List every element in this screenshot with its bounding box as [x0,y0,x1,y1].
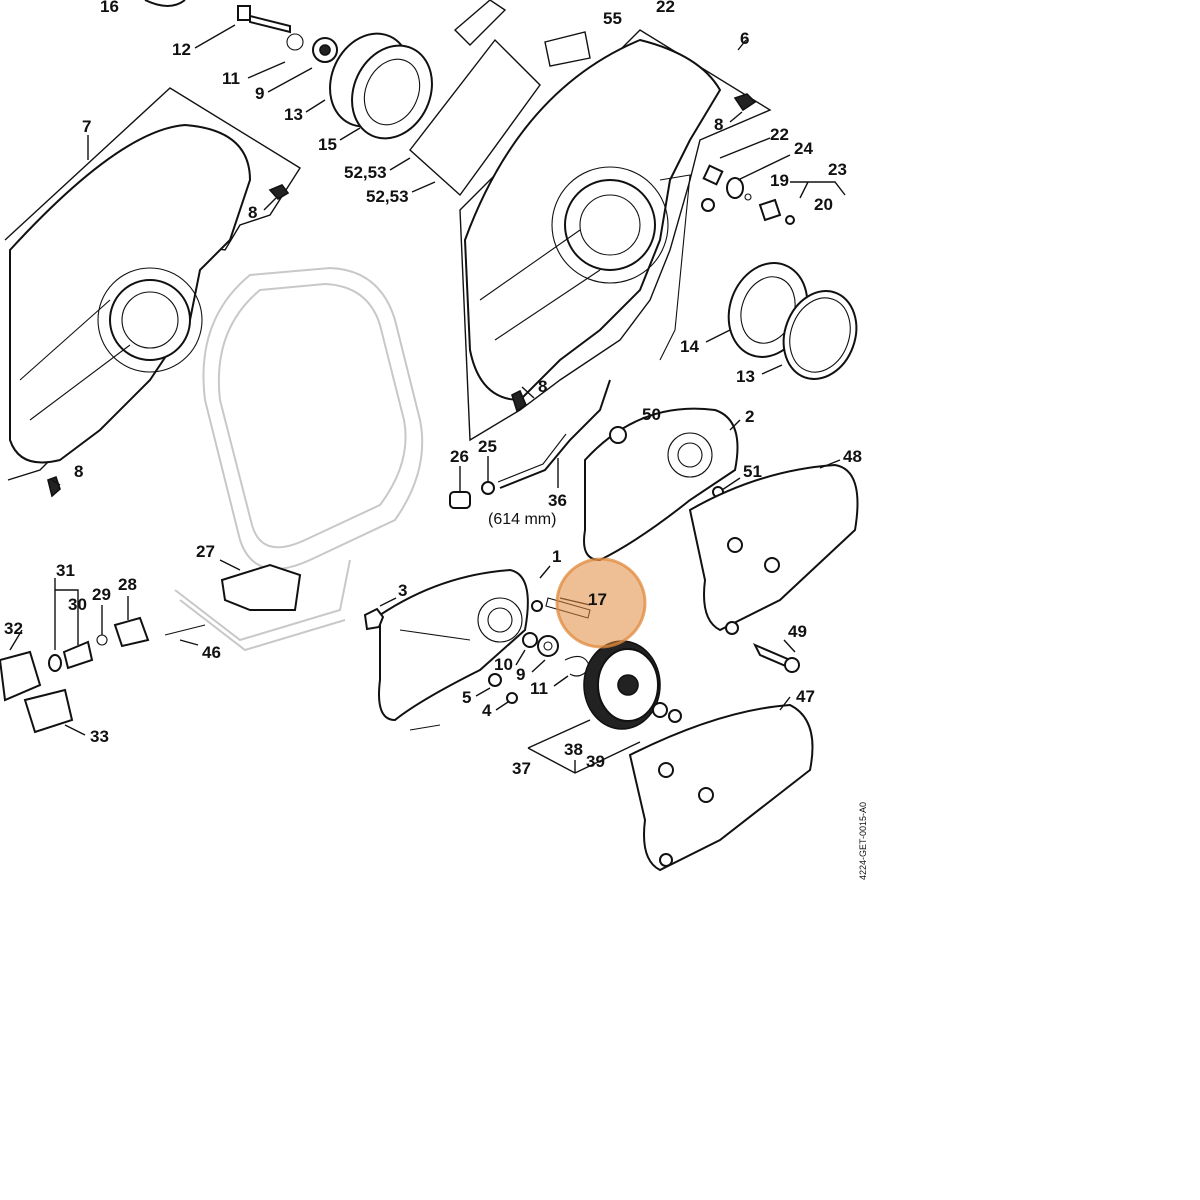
callout-14[interactable]: 14 [680,337,699,356]
drawing-code: 4224-GET-0015-A0 [858,802,868,880]
callout-11-lower[interactable]: 11 [530,679,548,698]
callout-11[interactable]: 11 [222,69,240,88]
callout-27[interactable]: 27 [196,542,215,561]
callout-3[interactable]: 3 [398,581,407,600]
callout-13[interactable]: 13 [284,105,303,124]
callout-13-right[interactable]: 13 [736,367,755,386]
callout-46[interactable]: 46 [202,643,221,662]
water-hose [497,379,611,489]
guard-left [4,87,301,498]
callout-1[interactable]: 1 [552,547,561,566]
callout-38[interactable]: 38 [564,740,583,759]
handle-frame-ghost [174,266,424,652]
callout-31[interactable]: 31 [56,561,75,580]
callout-52-53[interactable]: 52,53 [344,163,387,182]
callout-25[interactable]: 25 [478,437,497,456]
callout-9[interactable]: 9 [255,84,264,103]
leader-lines [9,24,846,774]
callout-8-lower-left[interactable]: 8 [74,462,83,481]
callout-36[interactable]: 36 [548,491,567,510]
callout-24[interactable]: 24 [794,139,813,158]
callout-8-left-guard[interactable]: 8 [248,203,257,222]
callout-20[interactable]: 20 [814,195,833,214]
callout-50[interactable]: 50 [642,405,661,424]
callout-6[interactable]: 6 [740,29,749,48]
callout-33[interactable]: 33 [90,727,109,746]
callout-29[interactable]: 29 [92,585,111,604]
callout-28[interactable]: 28 [118,575,137,594]
guard-right [459,29,772,442]
callout-12[interactable]: 12 [172,40,191,59]
left-small-parts [0,481,495,734]
callout-8-upper-right[interactable]: 8 [714,115,723,134]
callout-7[interactable]: 7 [82,117,91,136]
arm-bracket-upper [583,407,859,673]
callout-55[interactable]: 55 [603,9,622,28]
arm-bracket-lower [363,568,814,872]
callout-26[interactable]: 26 [450,447,469,466]
highlight-circle-part-17[interactable] [555,557,647,649]
callout-51[interactable]: 51 [743,462,762,481]
callout-52-53-b[interactable]: 52,53 [366,187,409,206]
callout-2[interactable]: 2 [745,407,754,426]
callout-37[interactable]: 37 [512,759,531,778]
callout-labels: 16 12 11 9 13 15 52,53 52,53 55 22 6 8 7… [4,0,862,778]
callout-23[interactable]: 23 [828,160,847,179]
callout-19[interactable]: 19 [770,171,789,190]
right-small-parts [701,164,858,380]
callout-16[interactable]: 16 [100,0,119,16]
callout-47[interactable]: 47 [796,687,815,706]
callout-39[interactable]: 39 [586,752,605,771]
callout-30[interactable]: 30 [68,595,87,614]
callout-5[interactable]: 5 [462,688,471,707]
decals [409,0,591,197]
callout-49[interactable]: 49 [788,622,807,641]
callout-22[interactable]: 22 [770,125,789,144]
callout-32[interactable]: 32 [4,619,23,638]
callout-4[interactable]: 4 [482,701,492,720]
callout-9-lower[interactable]: 9 [516,665,525,684]
callout-8-right-guard[interactable]: 8 [538,377,547,396]
callout-10[interactable]: 10 [494,655,513,674]
hose-length-note: (614 mm) [488,511,556,528]
callout-48[interactable]: 48 [843,447,862,466]
callout-15[interactable]: 15 [318,135,337,154]
callout-17[interactable]: 17 [588,590,607,609]
callout-22-top[interactable]: 22 [656,0,675,16]
top-shaft-group [144,0,433,140]
